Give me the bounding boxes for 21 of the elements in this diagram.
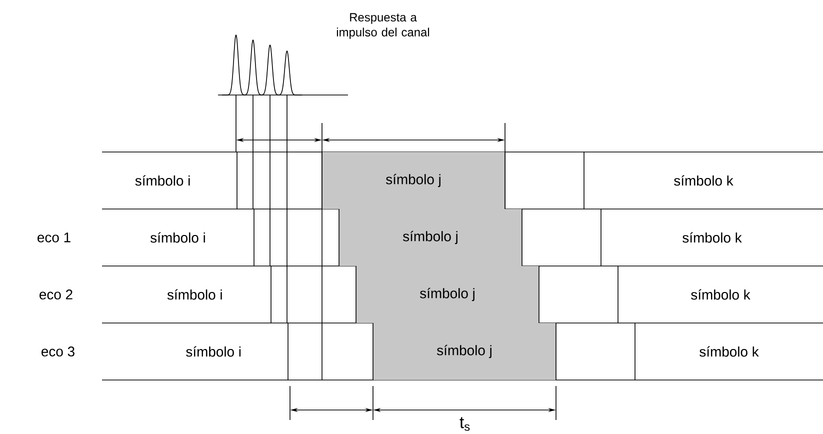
symbol-box: símbolo j xyxy=(338,208,522,266)
symbol-box: símbolo i xyxy=(150,208,254,266)
symbol-box: símbolo k xyxy=(584,152,734,210)
symbol-box: símbolo k xyxy=(634,322,759,380)
node-label: símbolo j xyxy=(386,174,440,188)
row-label: eco 1 xyxy=(38,232,70,242)
symbol-box: símbolo i xyxy=(167,266,272,324)
symbol-box: símbolo k xyxy=(618,266,750,324)
node-label: símbolo j xyxy=(420,288,474,302)
row-label: eco 2 xyxy=(40,290,72,300)
symbol-box: símbolo j xyxy=(372,322,556,380)
duration-label: t$_{s}$ xyxy=(460,417,470,431)
row-label: eco 3 xyxy=(42,346,74,356)
symbol-box: símbolo i xyxy=(186,322,288,380)
symbol-box: símbolo j xyxy=(356,266,540,324)
node-label: símbolo j xyxy=(402,230,458,244)
node-label: símbolo j xyxy=(436,344,492,358)
symbol-box: símbolo i xyxy=(135,152,238,210)
symbol-box: símbolo k xyxy=(600,208,742,266)
chart-title: Respuesta a impulso del canal xyxy=(336,13,430,39)
symbol-box: símbolo j xyxy=(322,152,506,210)
